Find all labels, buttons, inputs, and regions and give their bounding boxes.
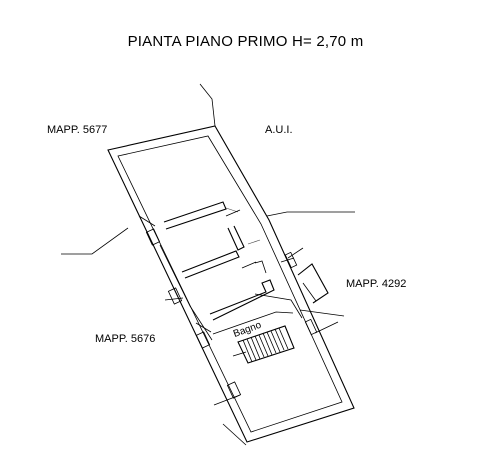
- label-mapp-5677: MAPP. 5677: [47, 124, 108, 136]
- interior-partitions: [163, 201, 275, 321]
- label-aui: A.U.I.: [265, 124, 293, 136]
- window-marks-left: [138, 215, 242, 406]
- staircase: [237, 325, 295, 364]
- window-marks-right: [280, 247, 339, 336]
- label-mapp-5676: MAPP. 5676: [95, 333, 156, 345]
- label-mapp-4292: MAPP. 4292: [346, 278, 407, 290]
- leader-marks: [225, 209, 257, 357]
- inner-walls: [159, 244, 303, 341]
- boundary-lines: [61, 83, 355, 446]
- right-projection: [297, 263, 329, 304]
- outer-wall: [107, 125, 355, 443]
- drawing-title: PIANTA PIANO PRIMO H= 2,70 m: [127, 33, 364, 50]
- room-label-bathroom: Bagno: [232, 320, 263, 340]
